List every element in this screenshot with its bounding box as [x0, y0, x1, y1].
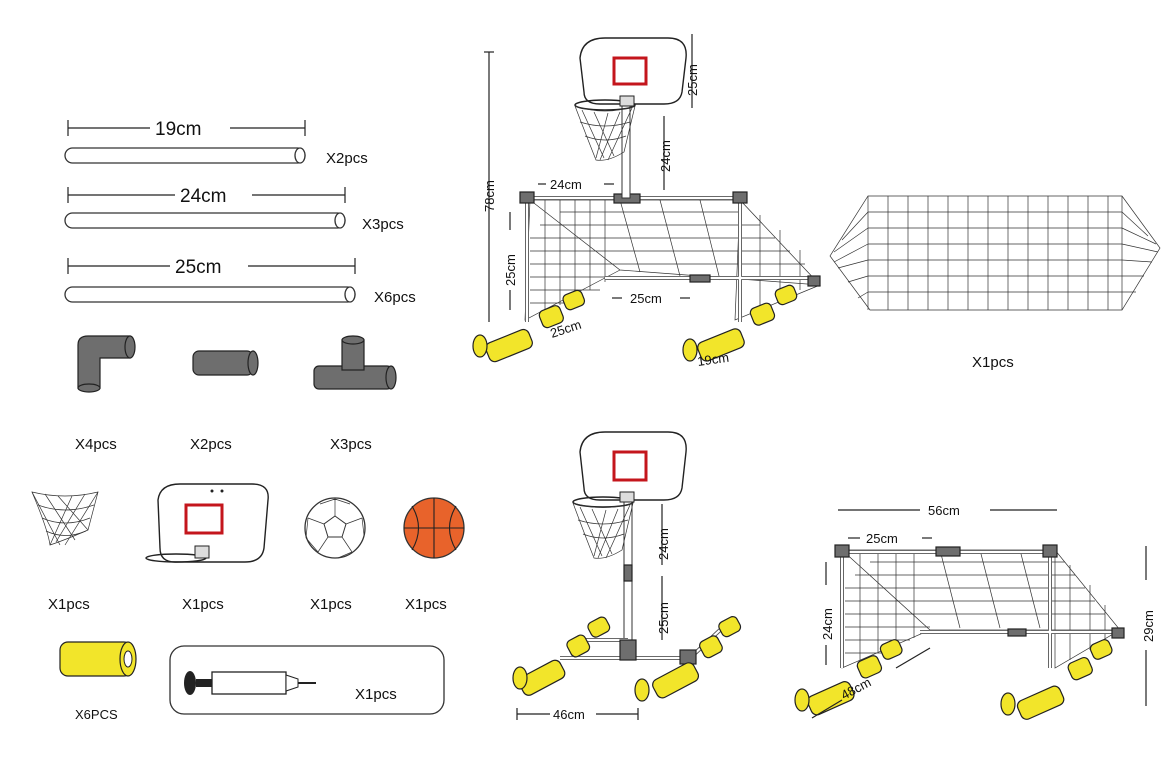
- pump-quantity: X1pcs: [355, 686, 397, 703]
- pipe-19cm: 19cm X2pcs: [64, 119, 368, 167]
- hoop-assembly: 24cm 25cm 46cm: [512, 431, 742, 722]
- goal-top-label: 25cm: [866, 531, 898, 546]
- tee-connector: [313, 335, 397, 390]
- pipe-24-quantity: X3pcs: [362, 216, 404, 233]
- goal-depth-label: 48cm: [838, 674, 873, 702]
- hoop-upper-label: 24cm: [656, 528, 671, 560]
- pipe-24-dimension: 24cm: [180, 186, 226, 207]
- soccer-ball-quantity: X1pcs: [310, 596, 352, 613]
- basketball-quantity: X1pcs: [405, 596, 447, 613]
- combo-base-back-label: 25cm: [630, 291, 662, 306]
- mini-backboard-icon: [145, 483, 269, 563]
- pipe-25cm: 25cm X6pcs: [64, 257, 416, 306]
- goal-width-label: 56cm: [928, 503, 960, 518]
- hoop-net-quantity: X1pcs: [48, 596, 90, 613]
- goal-assembly: 56cm 25cm 24cm 29cm 48cm: [794, 503, 1156, 720]
- combo-side-label: 25cm: [503, 254, 518, 286]
- hoop-base-label: 46cm: [553, 707, 585, 722]
- basketball-icon: [403, 497, 465, 559]
- combo-assembly: 78cm 25cm 24cm 24cm 25cm 25cm 25cm 19cm: [472, 34, 821, 369]
- tee-quantity: X3pcs: [330, 436, 372, 453]
- combo-height-label: 78cm: [482, 180, 497, 212]
- foam-grip-quantity: X6PCS: [75, 707, 118, 722]
- goal-height-label: 24cm: [820, 608, 835, 640]
- hoop-lower-label: 25cm: [656, 602, 671, 634]
- goal-net-quantity: X1pcs: [972, 354, 1014, 371]
- pipe-25-dimension: 25cm: [175, 257, 221, 278]
- goal-total-height-label: 29cm: [1141, 610, 1156, 642]
- combo-pole-label: 24cm: [658, 140, 673, 172]
- hoop-net-icon: [31, 491, 99, 546]
- pipe-19-quantity: X2pcs: [326, 150, 368, 167]
- combo-backboard-label: 25cm: [685, 64, 700, 96]
- elbow-quantity: X4pcs: [75, 436, 117, 453]
- pipe-25-quantity: X6pcs: [374, 289, 416, 306]
- soccer-ball-icon: [304, 497, 366, 559]
- foam-grip-icon: [59, 641, 137, 677]
- pipe-19-dimension: 19cm: [155, 119, 201, 140]
- straight-quantity: X2pcs: [190, 436, 232, 453]
- straight-connector: [192, 350, 259, 376]
- elbow-connector: [77, 335, 136, 393]
- combo-top-label: 24cm: [550, 177, 582, 192]
- combo-foot-label: 19cm: [696, 350, 730, 369]
- backboard-quantity: X1pcs: [182, 596, 224, 613]
- pump-icon: X1pcs: [169, 645, 445, 715]
- goal-net-icon: [829, 195, 1161, 311]
- pipe-24cm: 24cm X3pcs: [64, 186, 404, 233]
